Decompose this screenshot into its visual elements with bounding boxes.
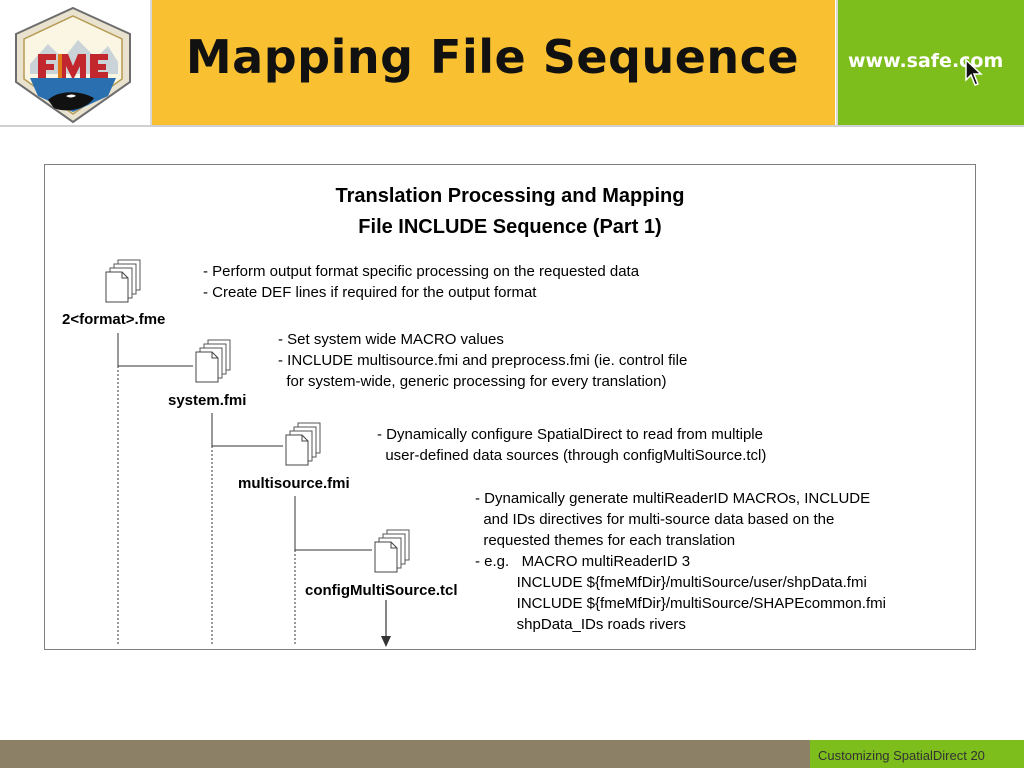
page-title: Mapping File Sequence (185, 30, 800, 84)
diagram-title-line1: Translation Processing and Mapping (335, 185, 685, 207)
diagram-frame (44, 164, 976, 650)
diagram-title: Translation Processing and Mapping File … (44, 181, 976, 243)
file-label-system: system.fmi (168, 392, 247, 409)
file-label-configmultisource: configMultiSource.tcl (305, 582, 458, 599)
header-divider (0, 125, 1024, 127)
file-label-multisource: multisource.fmi (238, 475, 350, 492)
multisource-fmi-file-icon (285, 422, 321, 466)
diagram-title-line2: File INCLUDE Sequence (Part 1) (358, 216, 662, 238)
fme-conference-logo (15, 6, 131, 124)
fme-file-icon (105, 259, 141, 303)
connector-line (211, 413, 283, 447)
connector-line (117, 333, 193, 367)
connector-line (294, 496, 372, 551)
header-url-band (836, 0, 1024, 127)
arrow-head-icon (381, 636, 391, 647)
description-multisource: - Dynamically configure SpatialDirect to… (377, 426, 767, 464)
file-label-fme: 2<format>.fme (62, 311, 166, 328)
description-configmultisource: - Dynamically generate multiReaderID MAC… (475, 490, 886, 633)
header-title-band (150, 0, 835, 127)
description-fme: - Perform output format specific process… (203, 263, 640, 301)
config-tcl-file-icon (374, 529, 410, 573)
description-system: - Set system wide MACRO values - INCLUDE… (278, 331, 688, 390)
site-url[interactable]: www.safe.com (848, 50, 1004, 72)
system-fmi-file-icon (195, 339, 231, 383)
footer-accent (810, 740, 1024, 768)
footer-slide-info: Customizing SpatialDirect 20 (818, 748, 985, 763)
mouse-cursor-icon (965, 58, 983, 86)
